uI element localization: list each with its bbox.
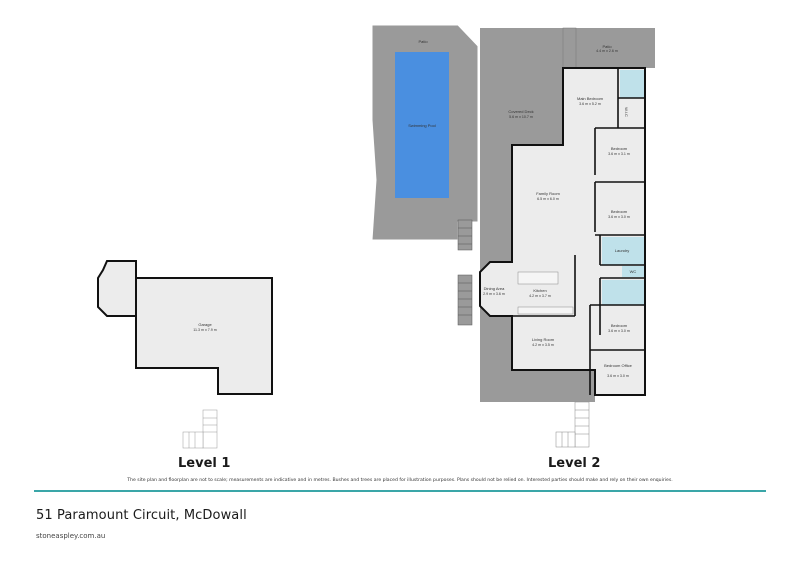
room-dims: 4.2 m x 3.5 m (532, 343, 554, 347)
room-name: Garage (198, 322, 212, 327)
garage (135, 277, 273, 395)
room-dims: 3.6 m x 3.0 m (608, 329, 630, 333)
room-dims: 3.6 m x 3.0 m (607, 374, 629, 378)
stairs-rear (555, 401, 590, 448)
room-name: Dining Area (484, 286, 505, 291)
room-name: Bedroom (611, 323, 628, 328)
room-dims: 3.6 m x 5.2 m (579, 102, 601, 106)
interior-walls (511, 68, 645, 395)
room-name: Family Room (536, 191, 560, 196)
room-dims: 6.5 m x 6.0 m (537, 197, 559, 201)
room-dims: 3.6 m x 3.1 m (608, 152, 630, 156)
room-dims: 5.6 m x 10.7 m (509, 115, 533, 119)
stairs-level-1 (182, 409, 218, 449)
room-name: Patio (602, 44, 612, 49)
rear-deck (480, 370, 595, 402)
garage-annex (97, 260, 137, 317)
swimming-pool (395, 52, 449, 198)
room-name: Laundry (615, 248, 629, 253)
level-1-title: Level 1 (178, 456, 231, 471)
room-dims: 2.9 m x 3.6 m (483, 292, 505, 296)
room-name: Bedroom (611, 209, 628, 214)
room-name: Covered Deck (508, 109, 533, 114)
room-name: Swimming Pool (408, 123, 436, 128)
room-dims: 3.6 m x 3.0 m (608, 215, 630, 219)
level-2-plan: Patio Swimming Pool Covered Deck 5.6 m x… (371, 24, 655, 448)
room-dims: 11.3 m x 7.9 m (193, 328, 217, 332)
level-1-plan: Garage 11.3 m x 7.9 m (97, 260, 273, 449)
level-2-title: Level 2 (548, 456, 601, 471)
room-name: Patio (418, 39, 428, 44)
disclaimer: The site plan and floorplan are not to s… (127, 478, 673, 483)
kitchen-island (517, 271, 559, 285)
room-name: W.I.C (624, 107, 629, 117)
room-name: WC (630, 269, 637, 274)
kitchen-bench (517, 306, 574, 315)
room-name: Main Bedroom (577, 96, 604, 101)
bathroom (602, 280, 644, 305)
wc (622, 266, 644, 277)
property-address: 51 Paramount Circuit, McDowall (36, 508, 247, 523)
room-dims: 4.4 m x 2.6 m (596, 49, 618, 53)
divider (34, 490, 766, 492)
room-name: Living Room (532, 337, 555, 342)
agency-website: stoneaspley.com.au (36, 532, 106, 540)
room-name: Kitchen (533, 288, 546, 293)
room-name: Bedroom (611, 146, 628, 151)
level-2-labels: Patio Swimming Pool Covered Deck 5.6 m x… (408, 39, 636, 378)
room-name: Bedroom Office (604, 363, 632, 368)
laundry (602, 237, 644, 265)
ensuite (620, 70, 644, 98)
stairs-deck (457, 219, 473, 326)
room-dims: 4.2 m x 3.7 m (529, 294, 551, 298)
covered-deck (480, 28, 655, 150)
